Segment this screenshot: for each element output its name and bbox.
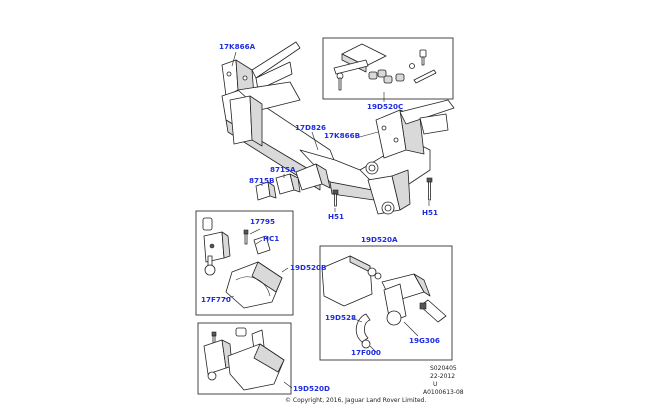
label-17d826[interactable]: 17D826	[295, 123, 326, 132]
kit-19d520c-parts	[333, 43, 437, 91]
copyright-text: © Copyright, 2016, Jaguar Land Rover Lim…	[285, 397, 427, 404]
label-17f000[interactable]: 17F000	[351, 348, 381, 357]
block-8715b	[255, 181, 277, 201]
box-19d520b	[195, 210, 294, 316]
label-19d528[interactable]: 19D528	[325, 313, 356, 322]
footer-line-1: S020405	[430, 365, 457, 372]
box-19d520d	[197, 322, 292, 395]
label-19d520b[interactable]: 19D520B	[290, 263, 327, 272]
kit-19d520d-parts	[203, 327, 285, 391]
block-8715a	[275, 173, 301, 195]
label-8715a[interactable]: 8715A	[270, 165, 296, 174]
bolt-h51-left	[332, 189, 339, 207]
label-19g306[interactable]: 19G306	[409, 336, 440, 345]
label-17k866a[interactable]: 17K866A	[219, 42, 256, 51]
leader-lines	[223, 51, 430, 389]
label-hc1[interactable]: HC1	[263, 234, 280, 243]
bracket-left	[221, 41, 301, 97]
label-8715b[interactable]: 8715B	[249, 176, 275, 185]
kit-19d520b-parts	[202, 217, 283, 309]
bolt-h51-right	[426, 177, 433, 201]
label-h51-right[interactable]: H51	[422, 208, 439, 217]
bracket-right	[375, 99, 455, 159]
label-17795[interactable]: 17795	[250, 217, 276, 226]
label-17f770[interactable]: 17F770	[201, 295, 231, 304]
label-19d520a[interactable]: 19D520A	[361, 235, 398, 244]
footer-line-3: U	[433, 381, 438, 388]
label-h51-left[interactable]: H51	[328, 212, 345, 221]
footer-line-2: 22-2012	[430, 373, 456, 380]
box-19d520c	[322, 37, 454, 100]
label-19d520d[interactable]: 19D520D	[293, 384, 330, 393]
kit-19d520a-parts	[321, 255, 447, 349]
tow-frame	[221, 81, 431, 215]
label-17k866b[interactable]: 17K866B	[324, 131, 361, 140]
label-19d520c[interactable]: 19D520C	[367, 102, 404, 111]
footer-line-4: A0100613-08	[423, 389, 464, 396]
box-19d520a	[319, 245, 453, 361]
